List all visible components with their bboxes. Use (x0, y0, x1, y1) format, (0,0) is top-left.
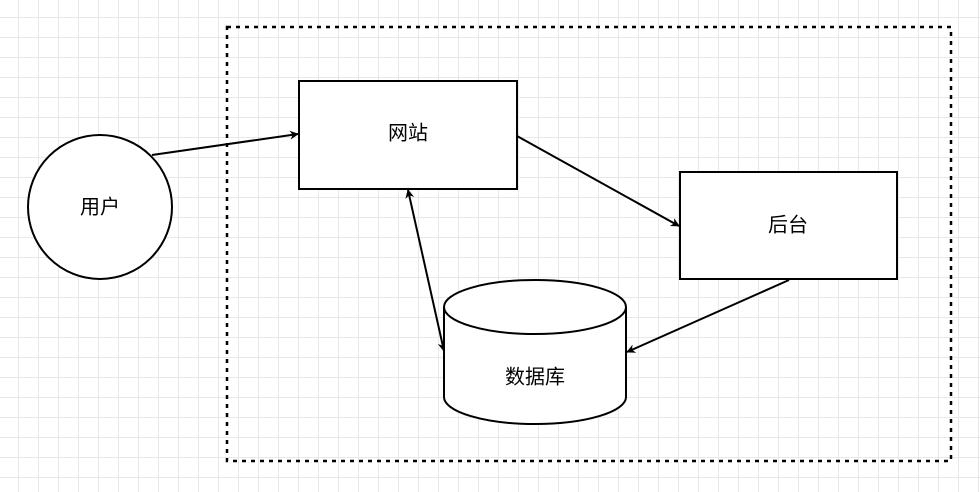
backend-label: 后台 (768, 213, 808, 237)
edge-website-to-backend (516, 135, 680, 227)
user-label: 用户 (80, 195, 120, 219)
edge-website-database-bidirectional (405, 189, 447, 352)
database-cylinder-body (443, 307, 627, 425)
database-label: 数据库 (505, 365, 565, 389)
edge-user-to-website (151, 130, 299, 156)
website-box (298, 80, 518, 190)
backend-box (679, 171, 898, 280)
node-backend[interactable]: 后台 (679, 171, 898, 280)
website-label: 网站 (388, 121, 428, 145)
group-boundary (225, 25, 953, 463)
node-user[interactable]: 用户 (27, 134, 173, 280)
database-cylinder-top (443, 279, 627, 335)
user-circle (27, 134, 173, 280)
edge-backend-to-database (626, 279, 790, 353)
node-website[interactable]: 网站 (298, 80, 518, 190)
node-database[interactable]: 数据库 (443, 279, 627, 425)
